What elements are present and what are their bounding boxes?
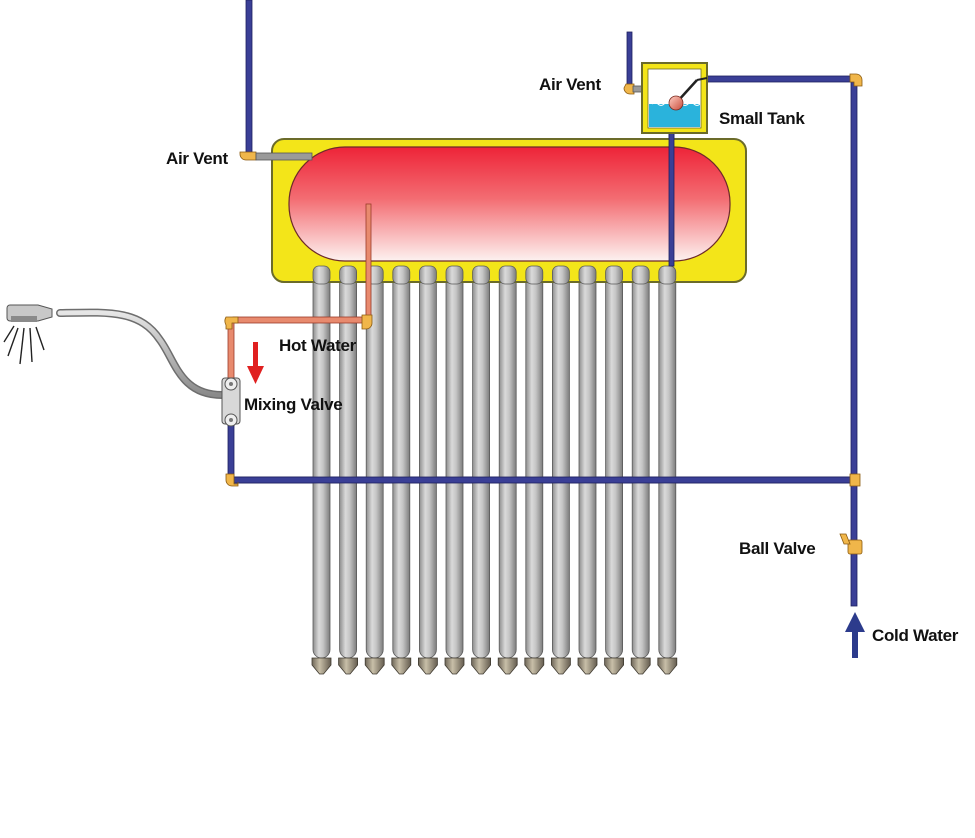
tube-tops	[312, 265, 677, 285]
vacuum-tube	[525, 265, 544, 659]
vacuum-tube	[498, 265, 517, 659]
tube-top	[339, 265, 358, 285]
vacuum-tube	[445, 265, 464, 659]
ball-valve-handle	[839, 533, 851, 545]
tube-end-cap	[524, 657, 545, 675]
pipe-fittings	[224, 73, 863, 555]
label-ball-valve: Ball Valve	[739, 539, 815, 558]
label-mixing-valve: Mixing Valve	[244, 395, 342, 414]
tube-end-cap	[364, 657, 385, 675]
tube-end-cap	[604, 657, 624, 675]
tube-end-cap	[338, 657, 358, 675]
tube-top	[631, 265, 650, 285]
tube-top	[552, 265, 570, 285]
shower-head-icon	[3, 304, 53, 365]
tank-feed-pipe	[668, 131, 675, 267]
tube-end-cap	[444, 657, 465, 675]
tube-top	[525, 265, 544, 285]
tube-end-cap	[418, 657, 438, 675]
vacuum-tube	[392, 265, 411, 659]
tube-top	[392, 265, 411, 285]
label-cold-water: Cold Water	[872, 626, 959, 645]
tube-top	[658, 265, 677, 285]
storage-tank-water	[288, 146, 731, 262]
vacuum-tube	[312, 265, 331, 659]
label-air-vent-left: Air Vent	[166, 149, 228, 168]
tube-top	[472, 265, 491, 285]
tube-end-cap	[551, 657, 571, 675]
vacuum-tube	[658, 265, 677, 659]
tube-end-cap	[471, 657, 491, 675]
vacuum-tube	[578, 265, 597, 659]
elbow-bottom-left	[225, 473, 239, 487]
cold-return-pipe	[233, 476, 855, 484]
tube-top	[445, 265, 464, 285]
elbow-left-vent	[239, 151, 257, 161]
tube-top	[605, 265, 623, 285]
vacuum-tube	[472, 265, 491, 659]
vacuum-tube	[631, 265, 650, 659]
elbow-hot-left	[224, 316, 239, 330]
vacuum-tube	[339, 265, 358, 659]
tee-right	[849, 473, 861, 487]
shower-hose	[57, 310, 225, 398]
tube-top	[498, 265, 517, 285]
tube-end-cap	[391, 657, 412, 675]
tube-top	[578, 265, 597, 285]
vacuum-tube	[605, 265, 623, 659]
vacuum-tubes	[311, 265, 678, 675]
air-vent-stub-left	[255, 152, 313, 161]
tube-end-cap	[630, 657, 651, 675]
elbow-hot-top	[361, 314, 373, 330]
tube-top	[418, 265, 437, 285]
elbow-top-right	[849, 73, 863, 87]
ball-valve-body	[847, 539, 863, 555]
tube-end-cap	[311, 657, 332, 675]
tube-end-cap	[497, 657, 518, 675]
hot-water-arrow-icon	[247, 342, 264, 384]
mixing-valve	[221, 377, 241, 427]
elbow-top-vent	[623, 83, 635, 95]
shower-hose-outline	[56, 308, 226, 399]
tube-end-cap	[577, 657, 598, 675]
label-small-tank: Small Tank	[719, 109, 805, 128]
label-hot-water: Hot Water	[279, 336, 357, 355]
vacuum-tube	[418, 265, 437, 659]
tube-end-cap	[657, 657, 678, 675]
float-ball-icon	[668, 95, 684, 111]
vacuum-tube	[552, 265, 570, 659]
cold-water-arrow-icon	[845, 612, 865, 658]
small-tank	[641, 62, 708, 134]
label-air-vent-top: Air Vent	[539, 75, 601, 94]
tube-top	[312, 265, 331, 285]
